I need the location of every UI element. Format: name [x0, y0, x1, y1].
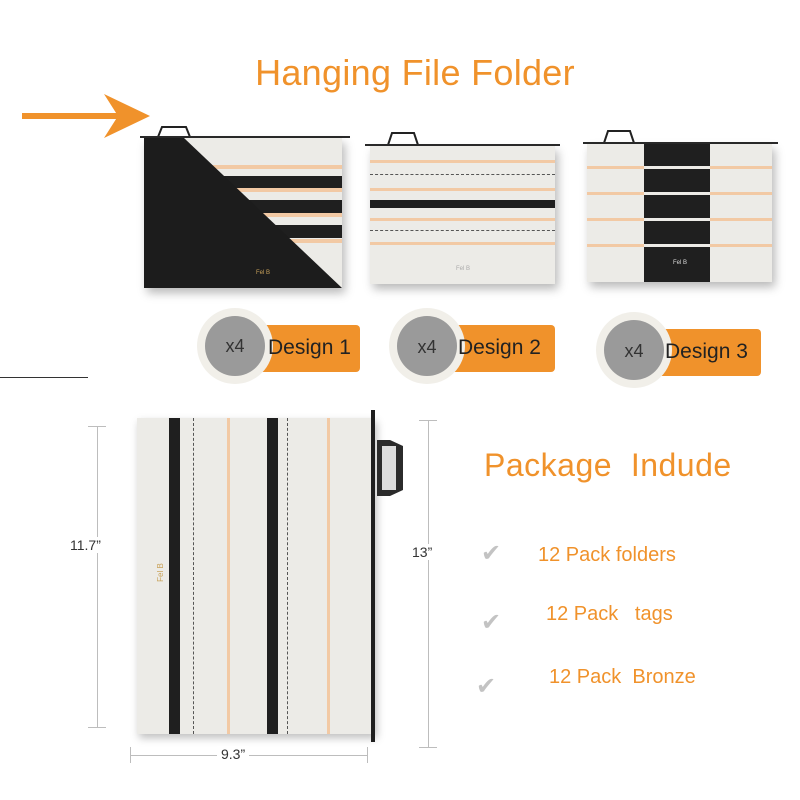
divider — [0, 377, 88, 378]
design-1-quantity: x4 — [225, 336, 245, 356]
hanger-rod — [371, 410, 375, 742]
folder-design-1: Fel B — [140, 120, 350, 290]
design-2-quantity: x4 — [417, 337, 437, 357]
hanger-tab-icon — [155, 126, 193, 143]
folder-body: Fel B — [144, 138, 342, 288]
hanger-tab-icon — [602, 130, 636, 147]
design-2-quantity-circle — [397, 316, 457, 376]
design-2-label: Design 2 — [458, 336, 541, 359]
hanger-tab-icon — [386, 132, 420, 149]
check-icon: ✔ — [481, 609, 502, 636]
design-3-quantity-circle — [604, 320, 664, 380]
folder-width-label: 9.3” — [217, 746, 250, 762]
design-3-quantity: x4 — [624, 341, 644, 361]
design-1-label: Design 1 — [268, 336, 351, 359]
hanger-tab-icon — [377, 440, 403, 496]
hanger-height-dimension-line — [428, 420, 429, 747]
folder-design-2: Fel B — [365, 130, 560, 290]
folder-body: Fel B — [587, 144, 772, 282]
folder-dimension-view: Fel B — [137, 418, 375, 734]
arrow-right-icon — [22, 94, 150, 138]
design-1-tag — [255, 325, 360, 372]
design-1-quantity-circle — [205, 316, 265, 376]
package-item-folders: 12 Pack folders — [538, 544, 676, 566]
hanger-height-label: 13” — [412, 544, 433, 560]
check-icon: ✔ — [481, 540, 502, 567]
design-3-label: Design 3 — [665, 340, 748, 363]
package-item-bronze: 12 Pack Bronze — [549, 666, 696, 688]
design-3-tag — [655, 329, 761, 376]
check-icon: ✔ — [476, 673, 497, 700]
design-2-tag — [445, 325, 555, 372]
height-dimension-line — [97, 426, 98, 728]
page-title: Hanging File Folder — [255, 52, 575, 93]
package-title: Package Indude — [484, 447, 732, 483]
folder-height-label: 11.7” — [70, 537, 101, 553]
folder-design-3: Fel B — [583, 128, 778, 288]
folder-body: Fel B — [370, 146, 555, 284]
package-item-tags: 12 Pack tags — [546, 603, 673, 625]
